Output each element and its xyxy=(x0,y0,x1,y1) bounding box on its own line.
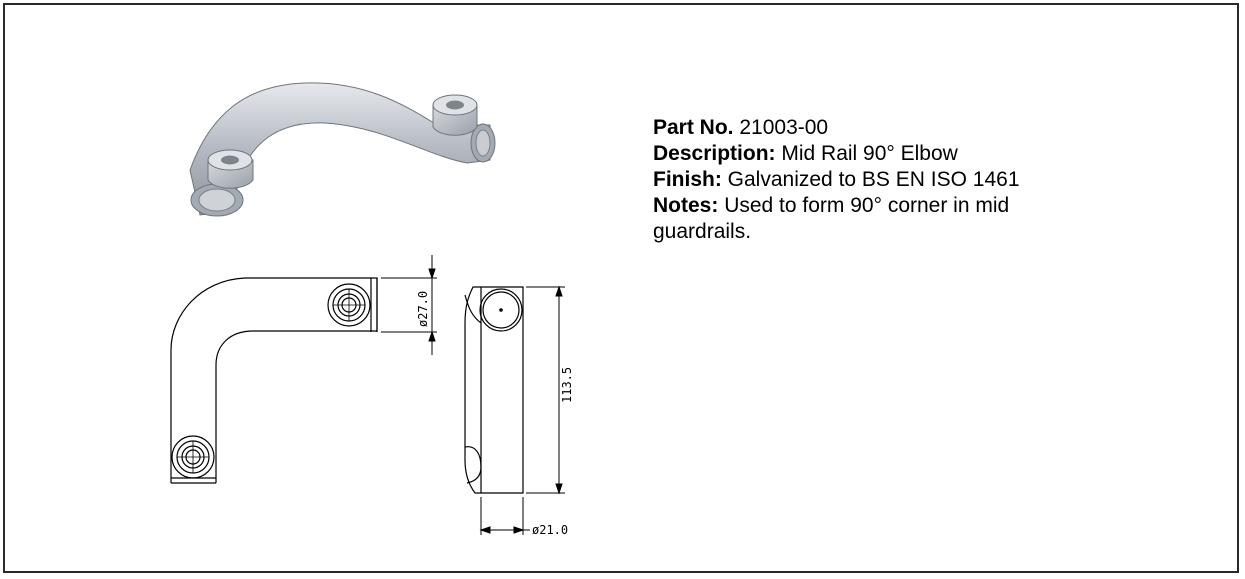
description-label: Description: xyxy=(653,142,776,165)
plan-boss-bottom xyxy=(171,435,215,479)
dim-bore-diameter xyxy=(479,497,530,535)
dim-length xyxy=(526,285,565,495)
drawing-sheet: ø27.0 113.5 xyxy=(3,3,1239,573)
plan-inner-edge xyxy=(215,330,377,483)
dim-bore-diameter-label: ø21.0 xyxy=(532,523,568,537)
dim-outer-diameter-label: ø27.0 xyxy=(416,291,430,327)
side-view xyxy=(464,286,524,494)
part-info: Part No. 21003-00 Description: Mid Rail … xyxy=(653,115,1173,245)
render-tube-body xyxy=(189,82,491,216)
finish-value: Galvanized to BS EN ISO 1461 xyxy=(727,168,1020,191)
isometric-render xyxy=(189,82,496,217)
dim-length-label: 113.5 xyxy=(560,367,574,403)
part-number-value: 21003-00 xyxy=(739,116,829,139)
plan-outer-edge xyxy=(170,277,378,483)
finish-row: Finish: Galvanized to BS EN ISO 1461 xyxy=(653,167,1173,193)
description-value: Mid Rail 90° Elbow xyxy=(781,142,958,165)
notes-value: Used to form 90° corner in mid guardrail… xyxy=(653,194,1010,243)
notes-label: Notes: xyxy=(653,194,719,217)
dim-outer-diameter xyxy=(381,255,437,355)
side-view-outline xyxy=(464,286,524,494)
part-number-label: Part No. xyxy=(653,116,734,139)
plan-view xyxy=(170,277,378,484)
finish-label: Finish: xyxy=(653,168,722,191)
plan-boss-top xyxy=(327,283,371,327)
description-row: Description: Mid Rail 90° Elbow xyxy=(653,141,1173,167)
technical-drawing: ø27.0 113.5 xyxy=(170,82,574,537)
part-number-row: Part No. 21003-00 xyxy=(653,115,1173,141)
side-view-bore xyxy=(479,288,523,332)
notes-row: Notes: Used to form 90° corner in mid gu… xyxy=(653,193,1113,245)
